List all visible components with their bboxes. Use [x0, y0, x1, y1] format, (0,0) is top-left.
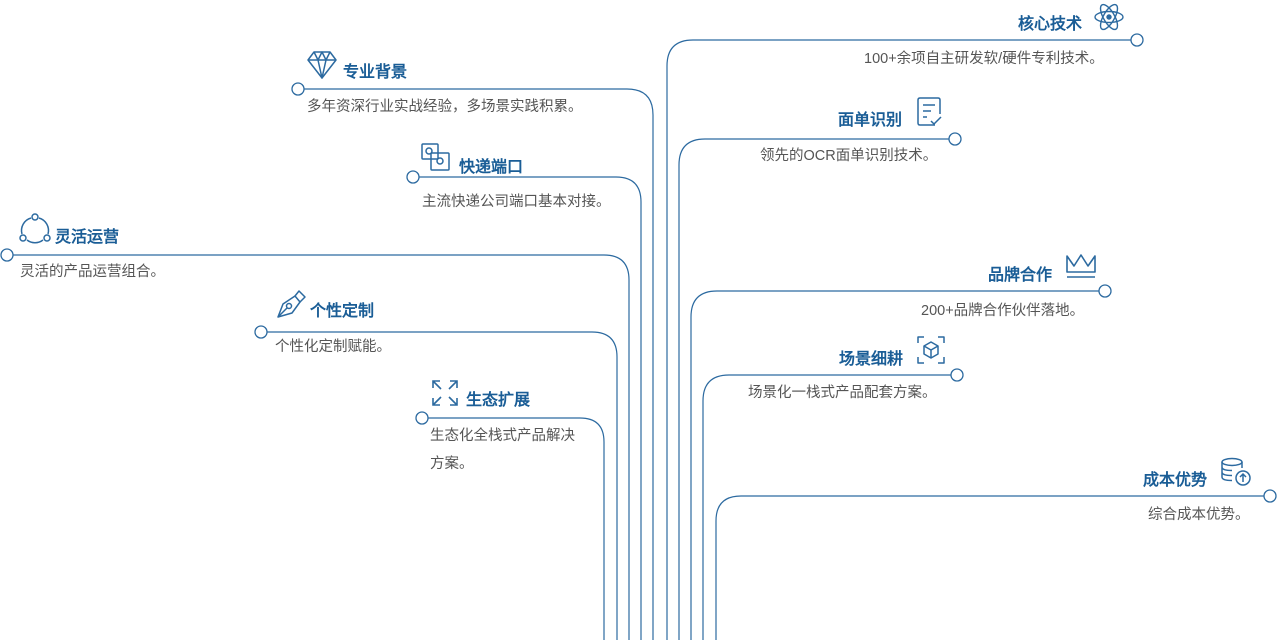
feature-title: 快递端口 — [459, 159, 524, 176]
feature-title: 场景细耕 — [839, 351, 904, 368]
feature-title: 成本优势 — [1143, 472, 1208, 489]
node-dot — [415, 411, 429, 425]
feature-desc: 100+余项自主研发软/硬件专利技术。 — [864, 51, 1104, 67]
feature-title: 核心技术 — [1018, 16, 1083, 33]
node-dot — [0, 248, 14, 262]
branch-line-right-5 — [715, 495, 1264, 640]
branch-line-right-2 — [678, 138, 949, 640]
node-dot — [1098, 284, 1112, 298]
feature-title: 品牌合作 — [988, 267, 1053, 284]
feature-desc: 生态化全栈式产品解决方案。 — [430, 428, 575, 472]
feature-title: 面单识别 — [838, 112, 903, 129]
branch-line-right-4 — [702, 374, 951, 640]
branch-line-right-1 — [666, 39, 1131, 640]
expand-arrows-icon — [432, 380, 458, 406]
feature-desc: 个性化定制赋能。 — [275, 339, 391, 355]
share-network-icon — [19, 213, 51, 244]
branch-line-left-1 — [304, 88, 654, 640]
node-dot — [291, 82, 305, 96]
diamond-icon — [307, 51, 337, 79]
feature-title: 个性定制 — [310, 303, 375, 320]
feature-desc: 场景化一栈式产品配套方案。 — [748, 385, 937, 401]
feature-desc: 领先的OCR面单识别技术。 — [760, 148, 938, 164]
port-icon — [421, 143, 450, 171]
node-dot — [950, 368, 964, 382]
node-dot — [1130, 33, 1144, 47]
node-dot — [1263, 489, 1277, 503]
feature-desc: 200+品牌合作伙伴落地。 — [921, 303, 1085, 319]
node-dot — [254, 325, 268, 339]
feature-desc: 综合成本优势。 — [1148, 507, 1250, 523]
branch-line-left-5 — [428, 417, 605, 640]
branch-line-left-2 — [419, 176, 642, 640]
document-check-icon — [917, 97, 942, 126]
feature-title: 专业背景 — [343, 64, 408, 81]
feature-desc: 主流快递公司端口基本对接。 — [422, 194, 611, 210]
node-dot — [406, 170, 420, 184]
coins-upload-icon — [1221, 457, 1251, 486]
crown-icon — [1066, 254, 1096, 278]
pen-nib-icon — [277, 290, 306, 318]
branch-line-left-4 — [267, 331, 618, 640]
feature-title: 生态扩展 — [466, 392, 531, 409]
scan-cube-icon — [917, 336, 945, 364]
node-dot — [948, 132, 962, 146]
feature-desc: 灵活的产品运营组合。 — [20, 264, 165, 280]
atom-icon — [1094, 3, 1124, 31]
branch-line-right-3 — [690, 290, 1099, 640]
feature-title: 灵活运营 — [55, 229, 120, 246]
feature-desc: 多年资深行业实战经验，多场景实践积累。 — [307, 99, 583, 115]
branch-line-left-3 — [13, 254, 630, 640]
